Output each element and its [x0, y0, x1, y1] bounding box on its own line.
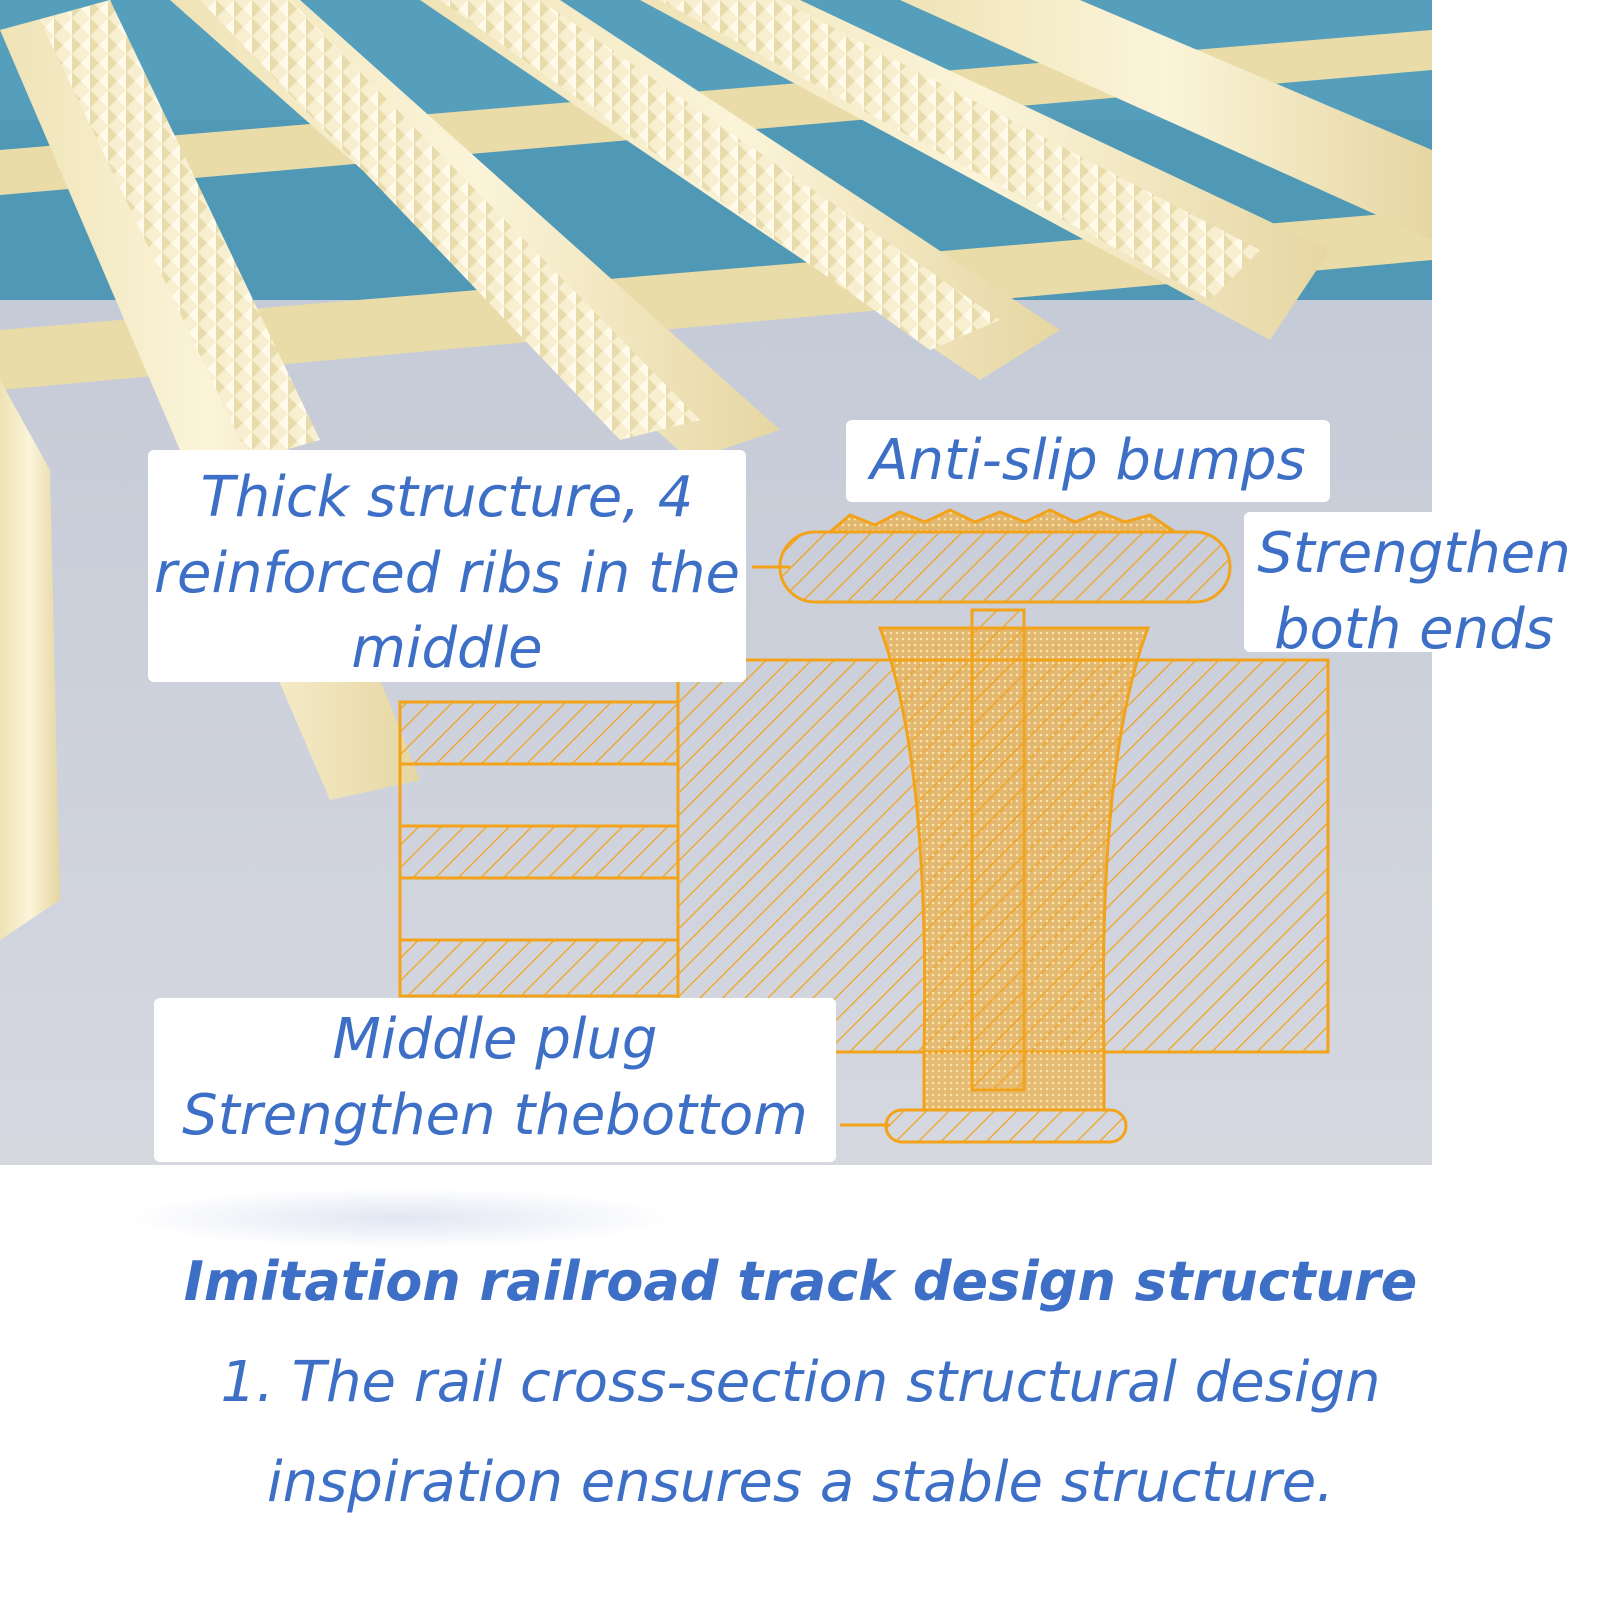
product-photo	[0, 0, 1432, 1165]
anti-slip-label: Anti-slip bumps	[846, 420, 1330, 502]
thick-structure-label: Thick structure, 4 reinforced ribs in th…	[148, 450, 746, 682]
caption-line-1: 1. The rail cross-section structural des…	[220, 1350, 1381, 1415]
strengthen-ends-line-2: both ends	[1274, 596, 1554, 662]
thick-structure-line-1: Thick structure, 4	[200, 465, 694, 530]
cross-section-diagram	[398, 508, 1330, 1144]
middle-plug-line-1: Middle plug	[332, 1007, 658, 1072]
middle-plug-line-2: Strengthen thebottom	[182, 1082, 808, 1148]
caption-line-2: inspiration ensures a stable structure.	[267, 1450, 1334, 1515]
middle-plug-label: Middle plug Strengthen thebottom	[154, 998, 836, 1162]
grating-bars	[0, 0, 1432, 940]
strengthen-ends-line-1: Strengthen	[1257, 521, 1571, 586]
grating-illustration	[0, 0, 1432, 1165]
thick-structure-line-3: middle	[351, 616, 543, 682]
caption-title: Imitation railroad track design structur…	[183, 1250, 1418, 1313]
decorative-shadow	[120, 1188, 680, 1248]
strengthen-ends-label: Strengthen both ends	[1244, 512, 1584, 662]
thick-structure-line-2: reinforced ribs in the	[154, 540, 740, 606]
